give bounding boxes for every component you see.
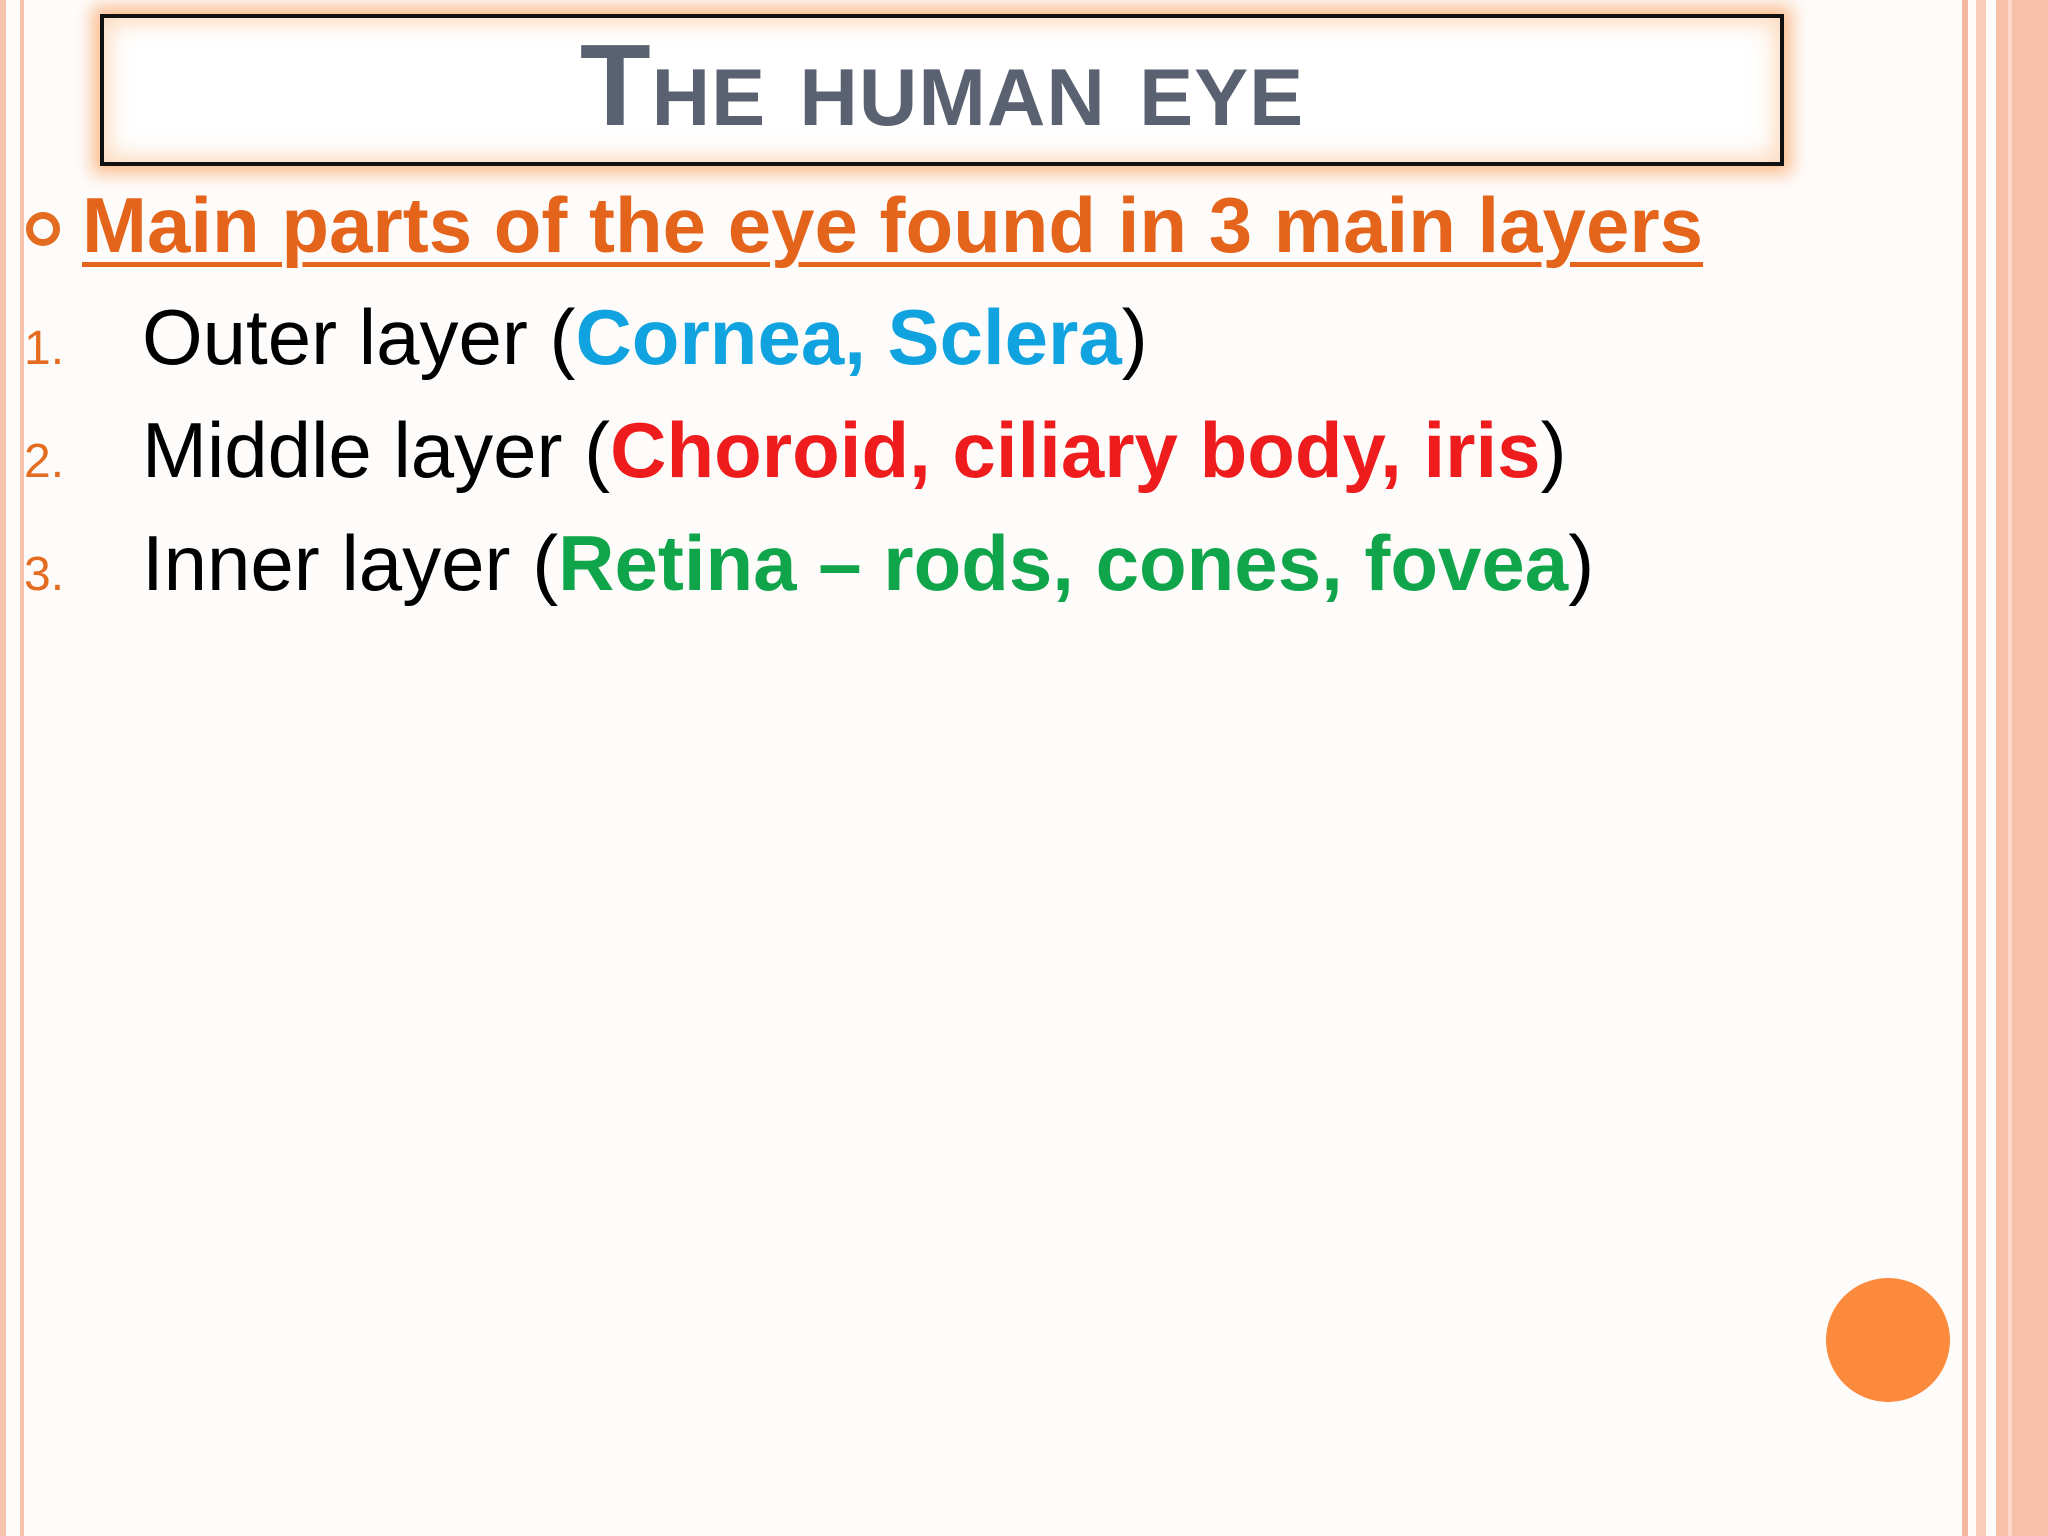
right-border-line-2	[2008, 0, 2012, 1536]
left-border-line-inner	[20, 0, 24, 1536]
list-item-suffix: )	[1568, 519, 1595, 607]
list-item: 1. Outer layer (Cornea, Sclera)	[24, 292, 1724, 405]
layers-list: 1. Outer layer (Cornea, Sclera) 2. Middl…	[24, 292, 1724, 631]
orange-circle-decoration	[1826, 1278, 1950, 1402]
list-item-highlight: Choroid, ciliary body, iris	[610, 406, 1541, 494]
slide-heading: Main parts of the eye found in 3 main la…	[82, 181, 1704, 269]
list-item-highlight: Cornea, Sclera	[575, 293, 1122, 381]
list-number: 2.	[24, 435, 65, 488]
left-border-line-outer	[0, 0, 6, 1536]
list-item-prefix: Middle layer (	[142, 406, 611, 494]
list-item-text: Middle layer (Choroid, ciliary body, iri…	[142, 405, 1567, 496]
list-item-highlight: Retina – rods, cones, fovea	[558, 519, 1569, 607]
list-item-prefix: Outer layer (	[142, 293, 576, 381]
list-item-prefix: Inner layer (	[142, 519, 559, 607]
list-item-suffix: )	[1121, 293, 1148, 381]
list-item: 3. Inner layer (Retina – rods, cones, fo…	[24, 518, 1724, 631]
list-item-text: Outer layer (Cornea, Sclera)	[142, 292, 1148, 383]
right-border-line	[1962, 0, 1968, 1536]
list-item-suffix: )	[1540, 406, 1567, 494]
list-number: 3.	[24, 548, 65, 601]
right-border-panel	[1996, 0, 2048, 1536]
heading-row: Main parts of the eye found in 3 main la…	[26, 180, 1703, 271]
title-box: The human eye	[100, 14, 1784, 166]
list-item: 2. Middle layer (Choroid, ciliary body, …	[24, 405, 1724, 518]
list-number: 1.	[24, 322, 65, 375]
list-item-text: Inner layer (Retina – rods, cones, fovea…	[142, 518, 1594, 609]
circle-bullet-icon	[26, 211, 60, 246]
right-border-band	[1976, 0, 1986, 1536]
slide-title: The human eye	[579, 20, 1305, 150]
